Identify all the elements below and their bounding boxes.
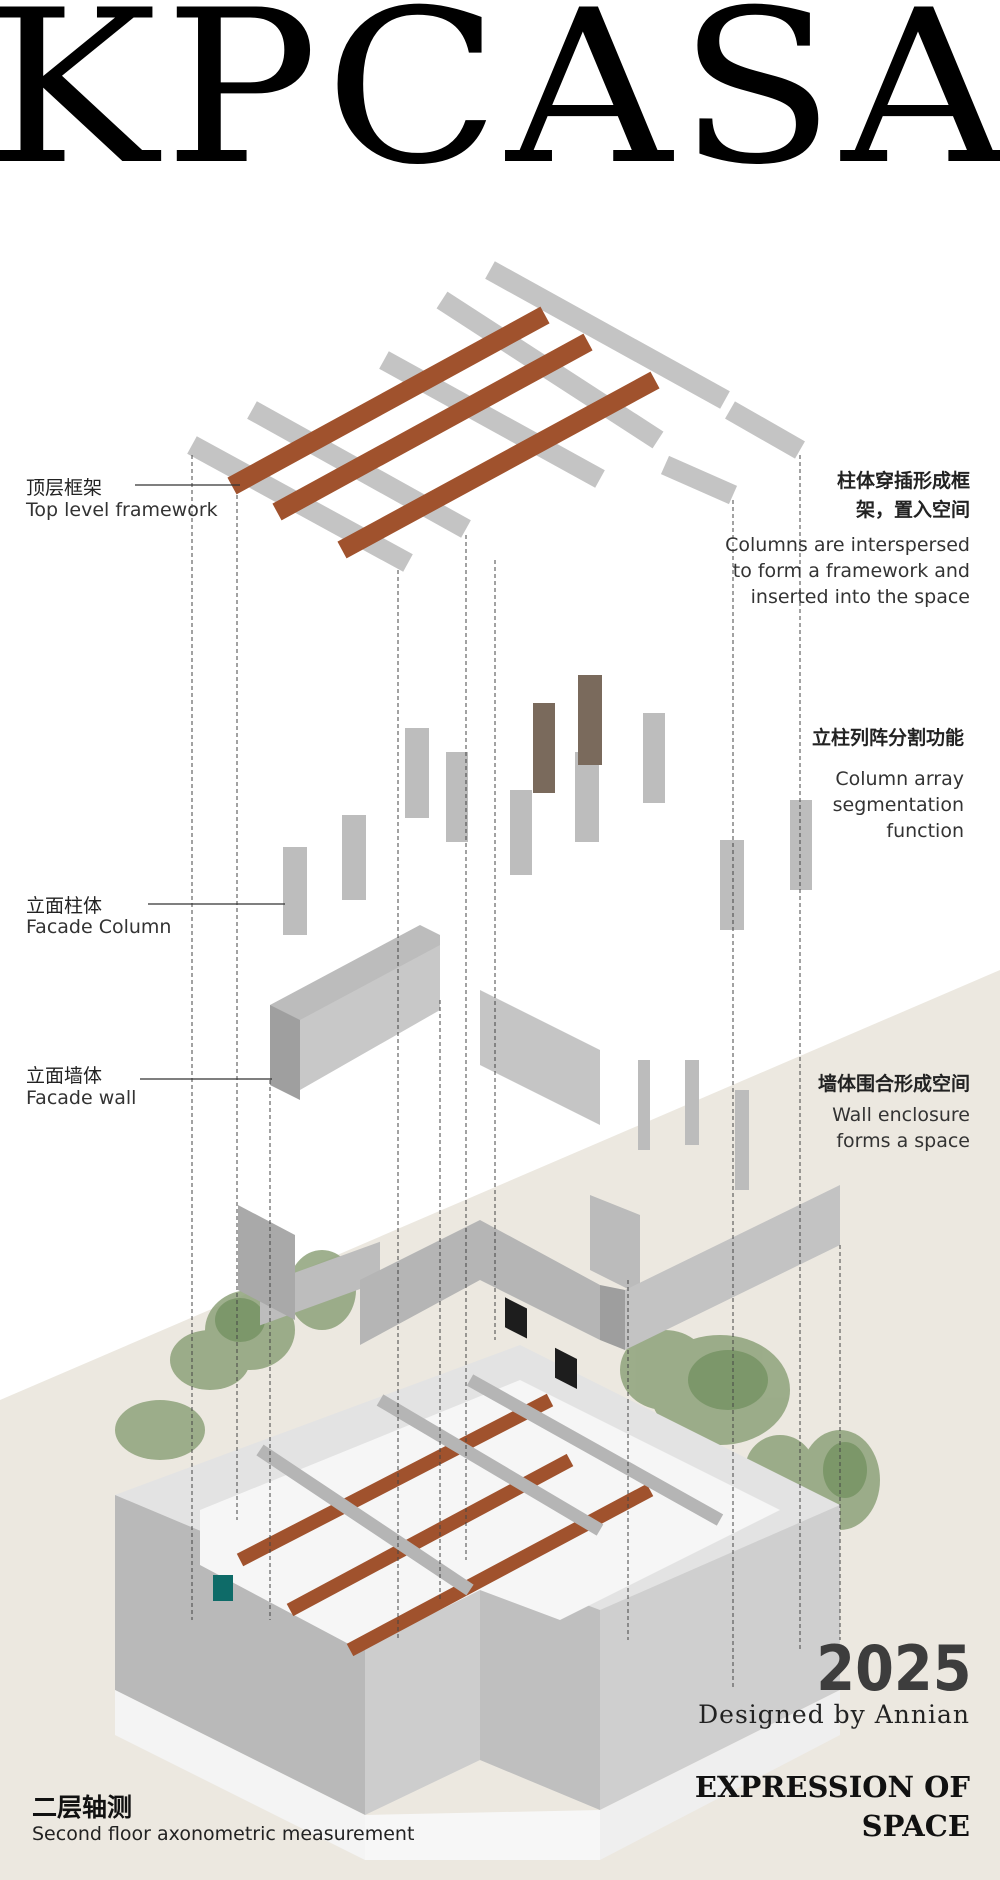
expression-line-1: EXPRESSION OF xyxy=(694,1770,970,1804)
label-facade-column-cn: 立面柱体 xyxy=(26,895,103,917)
note-walls-cn: 墙体围合形成空间 xyxy=(817,1073,970,1095)
label-facade-column-en: Facade Column xyxy=(26,916,172,938)
note-walls-en-2: forms a space xyxy=(836,1130,970,1152)
label-facade-wall-cn: 立面墙体 xyxy=(26,1065,103,1087)
note-columns-en-2: segmentation xyxy=(832,794,964,816)
note-framework-en-1: Columns are interspersed xyxy=(725,534,970,556)
label-facade-wall-en: Facade wall xyxy=(26,1087,137,1109)
label-top-frame-cn: 顶层框架 xyxy=(26,477,103,499)
year-label: 2025 xyxy=(816,1632,972,1705)
note-columns-cn: 立柱列阵分割功能 xyxy=(811,727,964,749)
brand-title: KPCASA xyxy=(0,0,1000,211)
note-columns: 立柱列阵分割功能 Column array segmentation funct… xyxy=(664,723,964,844)
caption-en: Second floor axonometric measurement xyxy=(32,1823,415,1845)
note-walls-en-1: Wall enclosure xyxy=(832,1104,970,1126)
note-framework-en-2: to form a framework and xyxy=(732,560,970,582)
note-framework: 柱体穿插形成框 架，置入空间 Columns are interspersed … xyxy=(670,466,970,610)
note-framework-cn-1: 柱体穿插形成框 xyxy=(836,470,970,492)
expression-line-2: SPACE xyxy=(861,1809,970,1843)
label-top-frame-en: Top level framework xyxy=(26,499,218,521)
note-framework-en-3: inserted into the space xyxy=(750,586,970,608)
note-framework-cn-2: 架，置入空间 xyxy=(855,499,970,521)
caption-cn: 二层轴测 xyxy=(32,1793,133,1822)
note-columns-en-1: Column array xyxy=(835,768,964,790)
designer-credit: Designed by Annian xyxy=(698,1700,970,1729)
note-columns-en-3: function xyxy=(886,820,964,842)
expression-title: EXPRESSION OF SPACE xyxy=(695,1768,970,1846)
note-walls: 墙体围合形成空间 Wall enclosure forms a space xyxy=(670,1069,970,1154)
